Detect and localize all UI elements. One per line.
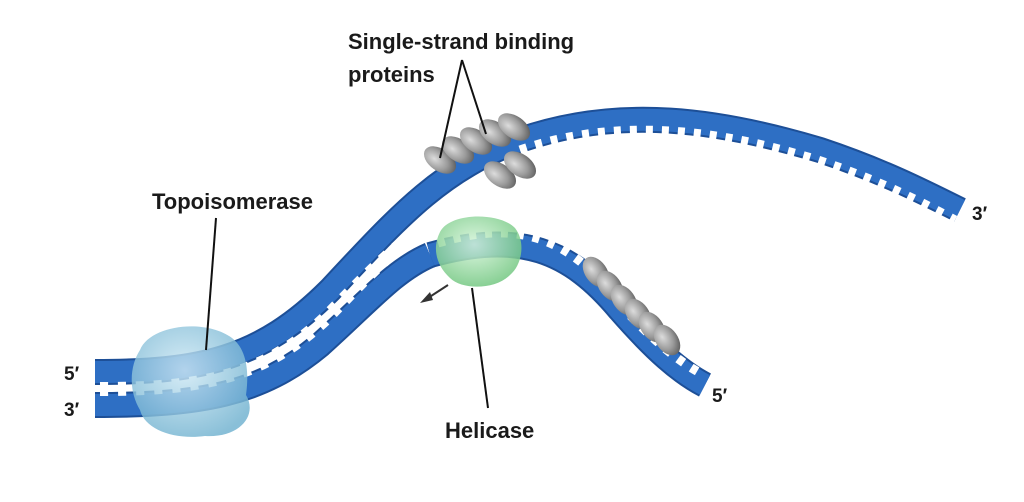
ssb-proteins-lower — [582, 256, 681, 356]
label-topoisomerase: Topoisomerase — [152, 189, 313, 214]
end-right-bottom: 5′ — [712, 386, 728, 407]
topoisomerase-enzyme — [131, 326, 250, 437]
end-right-top: 3′ — [972, 204, 988, 225]
label-ssb-line1: Single-strand binding — [348, 29, 574, 54]
label-helicase: Helicase — [445, 418, 534, 443]
ssb-proteins-upper — [423, 113, 537, 189]
end-left-top: 5′ — [64, 364, 80, 385]
helicase-enzyme — [435, 216, 522, 287]
end-left-bottom: 3′ — [64, 400, 80, 421]
label-pointer-lines — [205, 59, 489, 409]
helicase-direction-arrow — [420, 284, 449, 303]
label-ssb-line2: proteins — [348, 62, 435, 87]
